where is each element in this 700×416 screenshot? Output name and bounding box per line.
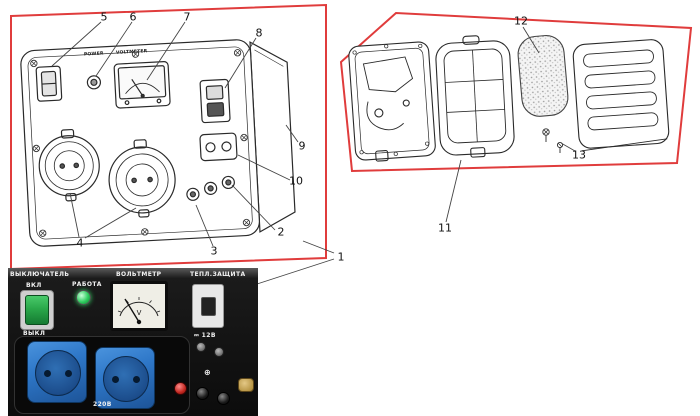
callout-8: 8 (255, 26, 263, 40)
air-filter-drawing (348, 35, 670, 162)
meter-unit-label: V (137, 309, 142, 317)
voltmeter-face: V (117, 297, 161, 325)
photo-label-voltmeter: ВОЛЬТМЕТР (116, 271, 162, 278)
filter-backplate-drawing (348, 41, 436, 162)
callout-4: 4 (76, 236, 84, 250)
output-terminal-black-2[interactable] (217, 392, 230, 405)
voltmeter-gauge: V (110, 281, 168, 331)
breaker-rocker[interactable] (201, 297, 216, 316)
photo-label-work: РАБОТА (72, 281, 102, 288)
ac-voltage-label: 220В (93, 401, 112, 408)
run-indicator-lamp (76, 290, 91, 305)
callout-10: 10 (289, 174, 303, 188)
control-panel-drawing (20, 39, 296, 247)
voltmeter-drawing (113, 61, 171, 109)
socket-2-pin-hole (133, 376, 140, 383)
control-panel-photo: ВЫКЛЮЧАТЕЛЬ РАБОТА ВОЛЬТМЕТР ТЕПЛ.ЗАЩИТА… (8, 268, 258, 416)
switch-off-label: ВЫКЛ (23, 330, 46, 337)
power-lamp-drawing (86, 75, 102, 90)
photo-label-switch: ВЫКЛЮЧАТЕЛЬ (10, 271, 70, 278)
callout-12: 12 (514, 14, 528, 28)
power-label: POWER (83, 51, 104, 58)
ground-terminal[interactable] (238, 378, 254, 392)
dc-terminal-1[interactable] (196, 342, 206, 352)
filter-foam-drawing (517, 35, 569, 117)
socket-1-pin-hole (44, 370, 51, 377)
switch-on-label: ВКЛ (26, 282, 42, 289)
dc-output-drawing (199, 132, 238, 162)
callout-2: 2 (277, 225, 285, 239)
callout-5: 5 (100, 10, 108, 24)
socket-1-recess (35, 350, 81, 396)
output-terminal-red[interactable] (174, 382, 187, 395)
ac-socket-1[interactable] (27, 341, 87, 403)
circuit-breaker[interactable] (192, 284, 224, 328)
engine-switch-drawing (35, 65, 63, 102)
filter-cover-drawing (572, 39, 670, 152)
output-terminal-black[interactable] (196, 387, 209, 400)
callout-9: 9 (298, 139, 306, 153)
switch-rocker[interactable] (25, 295, 49, 325)
terminal-posts-drawing (186, 175, 235, 201)
callout-leader-lines (51, 21, 576, 285)
filter-screws-drawing (542, 128, 564, 153)
power-switch[interactable]: ВКЛ ВЫКЛ (14, 282, 58, 338)
socket-2-recess (103, 356, 149, 402)
red-frame-air-filter (339, 11, 693, 173)
switch-bezel (20, 290, 54, 330)
socket-panel: 220В (14, 336, 190, 414)
callout-13: 13 (572, 148, 586, 162)
photo-label-breaker: ТЕПЛ.ЗАЩИТА (190, 271, 246, 278)
ground-symbol: ⊕ (204, 368, 212, 377)
callout-7: 7 (183, 10, 191, 24)
breaker-drawing (199, 78, 231, 124)
callout-6: 6 (129, 10, 137, 24)
dc-12v-label: ⎓ 12В (194, 332, 216, 339)
callout-11: 11 (438, 221, 452, 235)
ac-sockets-drawing (38, 128, 176, 218)
socket-1-pin-hole (65, 370, 72, 377)
red-frame-control-panel (10, 3, 327, 271)
filter-frame-drawing (435, 35, 515, 158)
socket-2-pin-hole (112, 376, 119, 383)
ac-socket-2[interactable] (95, 347, 155, 409)
dc-terminal-2[interactable] (214, 347, 224, 357)
callout-1: 1 (337, 250, 345, 264)
callout-3: 3 (210, 244, 218, 258)
